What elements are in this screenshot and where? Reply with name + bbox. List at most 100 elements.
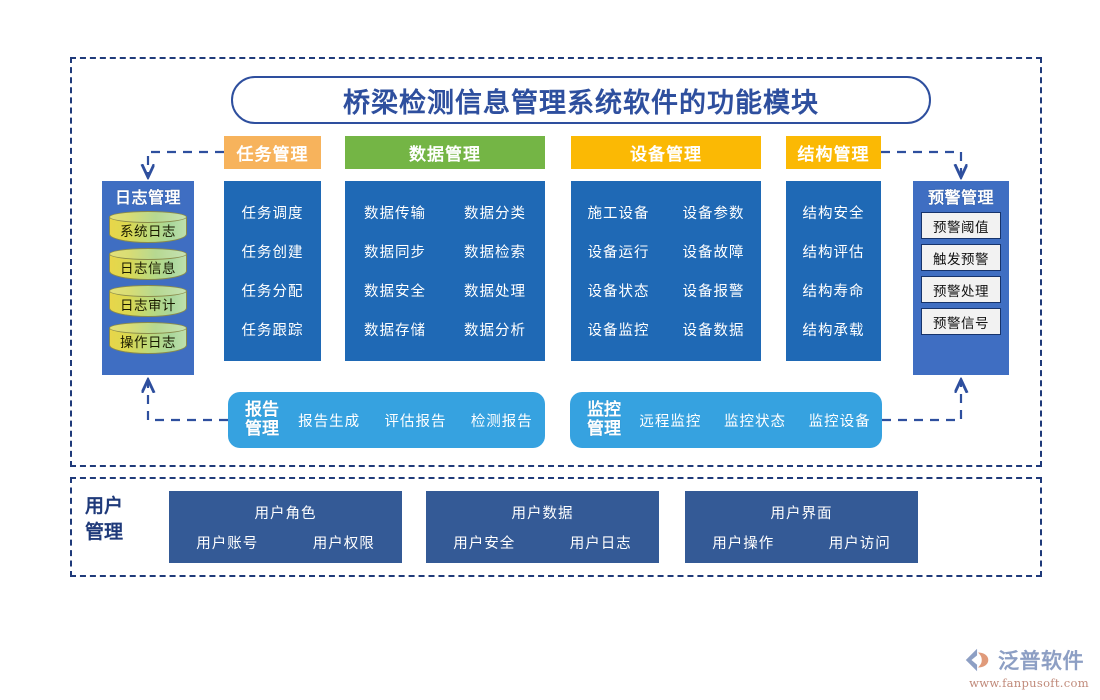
diagram-title-text: 桥梁检测信息管理系统软件的功能模块 — [343, 87, 819, 119]
report-item[interactable]: 报告生成 — [298, 413, 361, 430]
warning-item-signal[interactable]: 预警信号 — [921, 308, 1001, 335]
monitor-title-line1: 监控 — [587, 400, 621, 420]
panel-row: 结构承载 — [786, 319, 881, 340]
panel-row: 数据存储 数据分析 — [345, 319, 545, 340]
device-item[interactable]: 施工设备 — [587, 206, 650, 222]
user-subitem[interactable]: 用户操作 — [712, 535, 775, 552]
structure-item[interactable]: 结构安全 — [802, 206, 865, 222]
panel-row: 施工设备 设备参数 — [571, 202, 761, 223]
log-item-system[interactable]: 系统日志 — [109, 211, 187, 245]
report-title-line1: 报告 — [245, 400, 279, 420]
device-item[interactable]: 设备故障 — [682, 245, 745, 261]
data-item[interactable]: 数据检索 — [464, 245, 526, 261]
structure-item[interactable]: 结构承载 — [802, 323, 865, 339]
data-item[interactable]: 数据传输 — [364, 206, 426, 222]
data-item[interactable]: 数据存储 — [364, 323, 426, 339]
logo-row: 泛普软件 — [963, 645, 1095, 675]
user-data-box[interactable]: 用户数据 用户安全 用户日志 — [426, 491, 659, 563]
report-items: 报告生成 评估报告 检测报告 — [286, 410, 545, 431]
cylinder-top — [109, 322, 187, 334]
panel-row: 结构安全 — [786, 202, 881, 223]
tab-device-management[interactable]: 设备管理 — [571, 136, 761, 169]
tab-task-management[interactable]: 任务管理 — [224, 136, 321, 169]
user-label-line2: 管理 — [85, 521, 124, 543]
structure-item[interactable]: 结构评估 — [802, 245, 865, 261]
device-item[interactable]: 设备数据 — [682, 323, 745, 339]
report-item[interactable]: 检测报告 — [470, 413, 533, 430]
panel-row: 任务分配 — [224, 280, 321, 301]
outer-frame-modules — [70, 57, 1042, 467]
cylinder-top — [109, 285, 187, 297]
log-item-operation[interactable]: 操作日志 — [109, 322, 187, 356]
panel-row: 结构评估 — [786, 241, 881, 262]
monitor-management-title: 监控 管理 — [580, 401, 628, 439]
log-management-title: 日志管理 — [114, 188, 181, 207]
monitor-item[interactable]: 监控设备 — [808, 413, 871, 430]
task-management-panel[interactable]: 任务调度 任务创建 任务分配 任务跟踪 — [224, 181, 321, 361]
warning-management-panel[interactable]: 预警管理 预警阈值 触发预警 预警处理 预警信号 — [913, 181, 1009, 375]
user-subitem[interactable]: 用户账号 — [196, 535, 259, 552]
company-logo: 泛普软件 www.fanpusoft.com — [963, 645, 1095, 691]
user-box-head: 用户界面 — [770, 505, 833, 522]
user-subitem[interactable]: 用户权限 — [312, 535, 375, 552]
device-management-panel[interactable]: 施工设备 设备参数 设备运行 设备故障 设备状态 设备报警 设备监控 设备数据 — [571, 181, 761, 361]
panel-row: 设备运行 设备故障 — [571, 241, 761, 262]
device-item[interactable]: 设备监控 — [587, 323, 650, 339]
monitor-item[interactable]: 远程监控 — [639, 413, 702, 430]
panel-row: 数据同步 数据检索 — [345, 241, 545, 262]
user-subitem[interactable]: 用户访问 — [828, 535, 891, 552]
monitor-title-line2: 管理 — [587, 419, 621, 439]
task-item[interactable]: 任务跟踪 — [241, 323, 304, 339]
warning-item-handling[interactable]: 预警处理 — [921, 276, 1001, 303]
report-management-title: 报告 管理 — [238, 401, 286, 439]
device-item[interactable]: 设备运行 — [587, 245, 650, 261]
device-item[interactable]: 设备参数 — [682, 206, 745, 222]
monitor-management-bar[interactable]: 监控 管理 远程监控 监控状态 监控设备 — [570, 392, 882, 448]
user-subitem[interactable]: 用户安全 — [453, 535, 516, 552]
task-item[interactable]: 任务创建 — [241, 245, 304, 261]
panel-row: 设备监控 设备数据 — [571, 319, 761, 340]
log-item-info[interactable]: 日志信息 — [109, 248, 187, 282]
user-subitem[interactable]: 用户日志 — [569, 535, 632, 552]
panel-row: 任务调度 — [224, 202, 321, 223]
user-role-box[interactable]: 用户角色 用户账号 用户权限 — [169, 491, 402, 563]
user-box-subrow: 用户操作 用户访问 — [685, 532, 918, 553]
tab-data-management[interactable]: 数据管理 — [345, 136, 545, 169]
log-item-label: 操作日志 — [120, 335, 176, 350]
fanpu-logo-icon — [965, 648, 989, 672]
device-item[interactable]: 设备状态 — [587, 284, 650, 300]
task-item[interactable]: 任务分配 — [241, 284, 304, 300]
user-management-label: 用户 管理 — [85, 493, 155, 545]
report-management-bar[interactable]: 报告 管理 报告生成 评估报告 检测报告 — [228, 392, 545, 448]
warning-item-trigger[interactable]: 触发预警 — [921, 244, 1001, 271]
user-interface-box[interactable]: 用户界面 用户操作 用户访问 — [685, 491, 918, 563]
monitor-item[interactable]: 监控状态 — [723, 413, 786, 430]
data-item[interactable]: 数据分析 — [464, 323, 526, 339]
warning-item-threshold[interactable]: 预警阈值 — [921, 212, 1001, 239]
warning-management-title: 预警管理 — [927, 188, 994, 207]
structure-item[interactable]: 结构寿命 — [802, 284, 865, 300]
data-item[interactable]: 数据安全 — [364, 284, 426, 300]
user-box-subrow: 用户账号 用户权限 — [169, 532, 402, 553]
panel-row: 结构寿命 — [786, 280, 881, 301]
data-management-panel[interactable]: 数据传输 数据分类 数据同步 数据检索 数据安全 数据处理 数据存储 数据分析 — [345, 181, 545, 361]
panel-row: 设备状态 设备报警 — [571, 280, 761, 301]
panel-row: 任务创建 — [224, 241, 321, 262]
log-management-panel[interactable]: 日志管理 系统日志 日志信息 日志审计 操作日志 — [102, 181, 194, 375]
device-item[interactable]: 设备报警 — [682, 284, 745, 300]
user-label-line1: 用户 — [85, 495, 124, 517]
panel-row: 任务跟踪 — [224, 319, 321, 340]
data-item[interactable]: 数据同步 — [364, 245, 426, 261]
log-item-audit[interactable]: 日志审计 — [109, 285, 187, 319]
data-item[interactable]: 数据处理 — [464, 284, 526, 300]
log-item-label: 日志审计 — [120, 298, 176, 313]
structure-management-panel[interactable]: 结构安全 结构评估 结构寿命 结构承载 — [786, 181, 881, 361]
data-item[interactable]: 数据分类 — [464, 206, 526, 222]
report-title-line2: 管理 — [245, 419, 279, 439]
panel-row: 数据传输 数据分类 — [345, 202, 545, 223]
report-item[interactable]: 评估报告 — [384, 413, 447, 430]
tab-structure-management[interactable]: 结构管理 — [786, 136, 881, 169]
task-item[interactable]: 任务调度 — [241, 206, 304, 222]
diagram-title: 桥梁检测信息管理系统软件的功能模块 — [231, 76, 931, 124]
